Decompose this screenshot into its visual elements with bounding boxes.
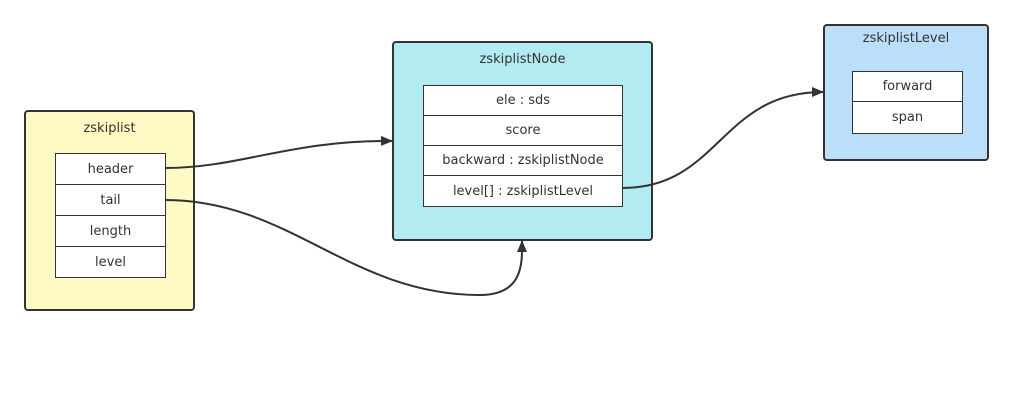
zskiplist-struct: zskiplist header tail length level	[24, 110, 195, 311]
field-backward: backward : zskiplistNode	[424, 146, 622, 176]
zskiplist-title: zskiplist	[83, 121, 136, 136]
field-span: span	[891, 109, 924, 125]
zskiplistnode-struct: zskiplistNode ele : sds score backward :…	[392, 41, 653, 241]
field-level-array: level[] : zskiplistLevel	[452, 183, 594, 199]
zskiplist-fields: header tail length level	[55, 153, 166, 278]
field-tail: tail	[56, 185, 165, 216]
zskiplistlevel-struct: zskiplistLevel forward span	[823, 24, 989, 161]
zskiplistnode-title: zskiplistNode	[479, 52, 566, 67]
arrow-header-to-node	[164, 135, 393, 169]
field-ele: ele : sds	[424, 86, 622, 116]
zskiplistnode-fields: ele : sds score backward : zskiplistNode…	[423, 85, 623, 207]
field-score: score	[424, 116, 622, 146]
zskiplistlevel-fields: forward span	[852, 71, 963, 134]
field-forward: forward	[853, 72, 962, 102]
field-header: header	[56, 154, 165, 185]
zskiplistlevel-title: zskiplistLevel	[862, 31, 950, 46]
field-length: length	[56, 216, 165, 247]
field-level: level	[95, 255, 126, 270]
